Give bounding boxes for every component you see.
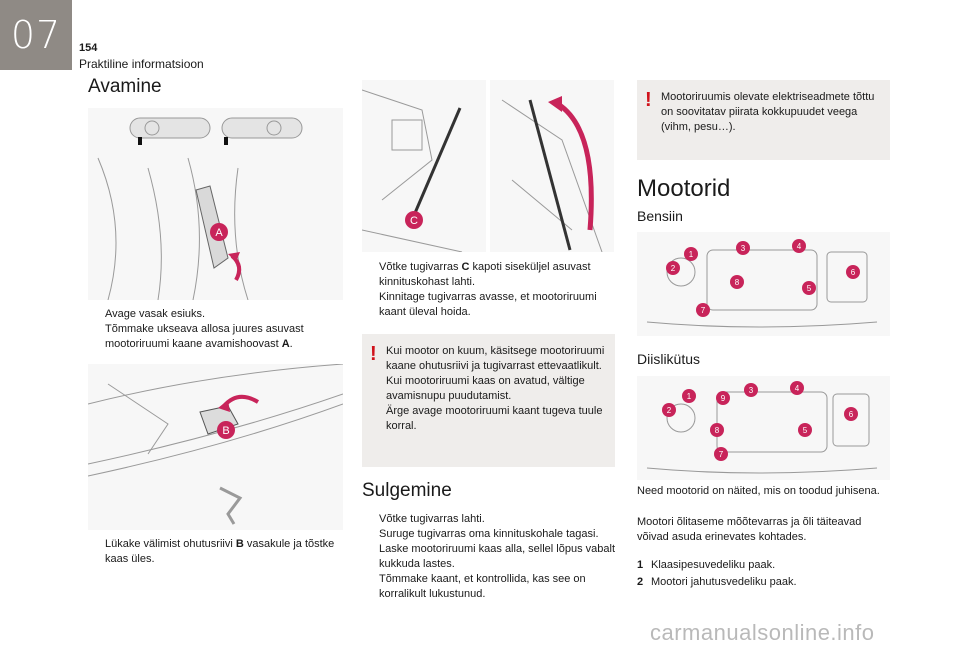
- engine-label: 7: [701, 306, 706, 315]
- prop-rod-illustration: C: [362, 80, 614, 252]
- petrol-heading: Bensiin: [637, 208, 683, 224]
- engine-label: 3: [749, 386, 754, 395]
- safety-catch-illustration: B: [88, 364, 343, 530]
- list-item: Laske mootoriruumi kaas alla, sellel lõp…: [362, 542, 618, 572]
- engine-label: 8: [735, 278, 740, 287]
- engine-note-2: Mootori õlitaseme mõõtevarras ja õli täi…: [637, 516, 862, 543]
- watermark: carmanualsonline.info: [650, 620, 875, 645]
- step-text: vasakule ja tõstke kaas üles.: [105, 538, 335, 565]
- step-text: kapoti siseküljel asuvast kinnituskohast…: [379, 261, 591, 288]
- step-text: Võtke tugivarras: [379, 261, 462, 273]
- safety-catch-drawing: B: [88, 364, 343, 530]
- hood-lever-illustration: A: [88, 108, 343, 300]
- warning-text: Ärge avage mootoriruumi kaant tugeva tuu…: [386, 405, 603, 432]
- engine-note-1: Need mootorid on näited, mis on toodud j…: [637, 485, 880, 497]
- callout-c: C: [410, 215, 418, 227]
- petrol-engine-illustration: 1 2 3 4 5 6 7 8: [637, 232, 890, 336]
- diesel-engine-illustration: 1 2 3 4 5 6 7 8 9: [637, 376, 890, 480]
- diesel-engine-drawing: 1 2 3 4 5 6 7 8 9: [637, 376, 890, 480]
- list-item: Tõmmake ukseava allosa juures asuvast mo…: [88, 322, 338, 352]
- opening-steps-1: Avage vasak esiuks. Tõmmake ukseava allo…: [88, 307, 338, 352]
- legend-number: 1: [637, 559, 644, 571]
- engine-label: 6: [849, 410, 854, 419]
- warning-icon: !: [645, 89, 652, 111]
- engines-title: Mootorid: [637, 175, 731, 202]
- hood-lever-drawing: A: [88, 108, 343, 300]
- callout-a: A: [215, 227, 223, 239]
- warning-icon: !: [370, 343, 377, 365]
- warning-text: Kui mootor on kuum, käsitsege mootoriruu…: [386, 345, 605, 372]
- engine-label: 1: [689, 250, 694, 259]
- step-bold: A: [281, 338, 290, 350]
- step-text: Lükake välimist ohutusriivi: [105, 538, 236, 550]
- section-title-closing: Sulgemine: [362, 480, 452, 501]
- opening-steps-2: Lükake välimist ohutusriivi B vasakule j…: [88, 537, 338, 567]
- callout-b: B: [222, 425, 229, 437]
- engine-label: 6: [851, 268, 856, 277]
- step-text: Tõmmake kaant, et kontrollida, kas see o…: [379, 573, 586, 600]
- prop-rod-drawing: C: [362, 80, 614, 252]
- step-text: Laske mootoriruumi kaas alla, sellel lõp…: [379, 543, 616, 570]
- engine-label: 9: [721, 394, 726, 403]
- page-number: 154: [79, 42, 98, 54]
- step-text: .: [289, 338, 293, 350]
- list-item: 1 Klaasipesuvedeliku paak.: [637, 557, 890, 574]
- list-item: Avage vasak esiuks.: [88, 307, 338, 322]
- list-item: Lükake välimist ohutusriivi B vasakule j…: [88, 537, 338, 567]
- engine-label: 3: [741, 244, 746, 253]
- chapter-tab: 07: [0, 0, 72, 70]
- engine-label: 4: [795, 384, 800, 393]
- hot-engine-warning: ! Kui mootor on kuum, käsitsege mootorir…: [362, 334, 615, 467]
- list-item: 2 Mootori jahutusvedeliku paak.: [637, 574, 890, 591]
- section-name: Praktiline informatsioon: [79, 57, 204, 71]
- list-item: Kinnitage tugivarras avasse, et mootorir…: [362, 290, 614, 320]
- engine-label: 8: [715, 426, 720, 435]
- prop-rod-steps: Võtke tugivarras C kapoti siseküljel asu…: [362, 260, 614, 320]
- legend-text: Mootori jahutusvedeliku paak.: [651, 576, 797, 588]
- electrical-warning: ! Mootoriruumis olevate elektriseadmete …: [637, 80, 890, 160]
- list-item: Tõmmake kaant, et kontrollida, kas see o…: [362, 572, 618, 602]
- list-item: Suruge tugivarras oma kinnituskohale tag…: [362, 527, 618, 542]
- step-bold: C: [461, 261, 470, 273]
- list-item: Võtke tugivarras lahti.: [362, 512, 618, 527]
- warning-text: Mootoriruumis olevate elektriseadmete tõ…: [661, 91, 875, 133]
- step-text: Avage vasak esiuks.: [105, 308, 206, 320]
- engine-label: 7: [719, 450, 724, 459]
- engine-label: 1: [687, 392, 692, 401]
- engine-label: 4: [797, 242, 802, 251]
- step-text: Tõmmake ukseava allosa juures asuvast mo…: [105, 323, 304, 350]
- diesel-heading: Diislikütus: [637, 351, 701, 367]
- legend-number: 2: [637, 576, 644, 588]
- warning-text: Kui mootoriruumi kaas on avatud, vältige…: [386, 375, 585, 402]
- engine-label: 2: [671, 264, 676, 273]
- engine-label: 2: [667, 406, 672, 415]
- section-title-opening: Avamine: [88, 76, 162, 97]
- engine-label: 5: [807, 284, 812, 293]
- engine-legend: 1 Klaasipesuvedeliku paak. 2 Mootori jahut…: [637, 557, 890, 591]
- petrol-engine-drawing: 1 2 3 4 5 6 7 8: [637, 232, 890, 336]
- closing-steps: Võtke tugivarras lahti. Suruge tugivarra…: [362, 512, 618, 602]
- engine-label: 5: [803, 426, 808, 435]
- legend-text: Klaasipesuvedeliku paak.: [651, 559, 776, 571]
- step-text: Kinnitage tugivarras avasse, et mootorir…: [379, 291, 597, 318]
- step-text: Suruge tugivarras oma kinnituskohale tag…: [379, 528, 599, 540]
- step-bold: B: [235, 538, 244, 550]
- list-item: Võtke tugivarras C kapoti siseküljel asu…: [362, 260, 614, 290]
- step-text: Võtke tugivarras lahti.: [379, 513, 485, 525]
